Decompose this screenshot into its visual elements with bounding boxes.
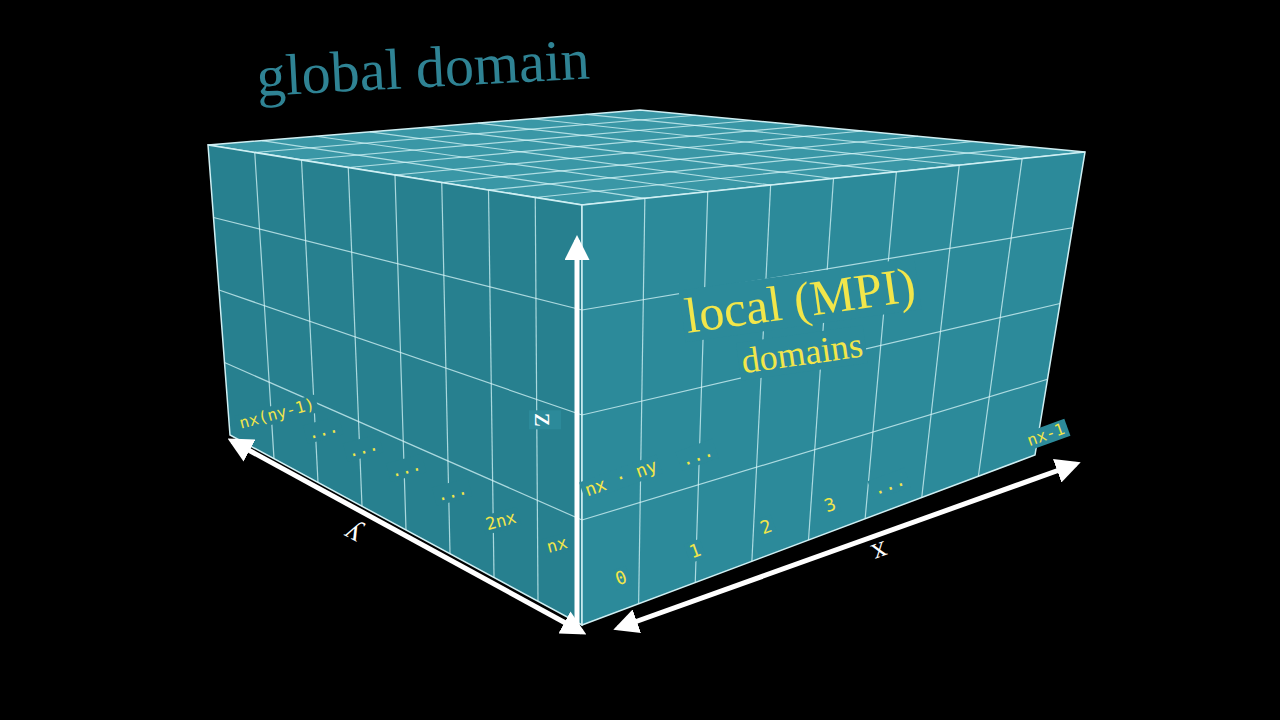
grid-line bbox=[255, 115, 696, 152]
axis-label: y bbox=[338, 518, 365, 552]
grid-line bbox=[489, 142, 974, 191]
diagram-title: global domain bbox=[255, 31, 591, 106]
grid-line bbox=[214, 218, 583, 311]
x-axis-arrow bbox=[618, 464, 1076, 628]
grid-line bbox=[442, 136, 918, 182]
axis-label: x bbox=[868, 536, 892, 569]
grid-line bbox=[302, 121, 752, 161]
grid-line bbox=[348, 126, 807, 168]
y-axis-arrow bbox=[232, 441, 582, 632]
grid-line bbox=[219, 290, 582, 415]
grid-line bbox=[395, 131, 863, 175]
grid-line bbox=[225, 363, 583, 521]
axis-label: z bbox=[529, 410, 561, 429]
z-axis-arrow bbox=[575, 240, 580, 632]
front-face bbox=[582, 152, 1085, 625]
left-face bbox=[208, 145, 582, 625]
